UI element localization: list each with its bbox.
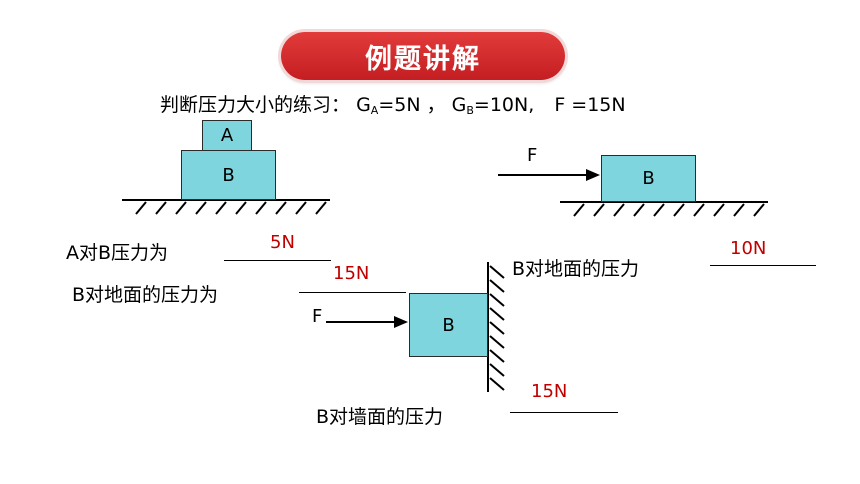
b-on-ground-1-blank xyxy=(299,292,406,293)
b-on-wall-label: B对墙面的压力 xyxy=(316,406,444,428)
block-b-label: B xyxy=(222,164,235,186)
b-on-ground-2-blank xyxy=(710,265,816,266)
b-on-ground-2-label: B对地面的压力 xyxy=(512,258,640,280)
a-on-b-label: A对B压力为 xyxy=(66,242,169,264)
ga-value: =5N ， xyxy=(378,94,446,116)
b-on-ground-1-answer: 15N xyxy=(333,263,370,284)
wall xyxy=(487,262,505,392)
block-a: A xyxy=(202,120,252,151)
b-on-ground-2-answer: 10N xyxy=(730,238,767,259)
b-on-wall-answer: 15N xyxy=(531,381,568,402)
block-a-label: A xyxy=(220,125,234,146)
question-text: 判断压力大小的练习： GA=5N ， GB=10N, F =15N xyxy=(160,90,626,117)
b-on-wall-blank xyxy=(510,412,618,413)
title-banner: 例题讲解 xyxy=(281,32,565,80)
force-arrow-2 xyxy=(498,169,600,181)
f-value: F =15N xyxy=(554,94,626,116)
gb-value: =10N, xyxy=(473,94,535,116)
block-b-stacked: B xyxy=(181,150,276,200)
force-arrow-3 xyxy=(326,316,408,328)
block-b-label: B xyxy=(442,314,455,336)
ground-2 xyxy=(560,201,768,217)
a-on-b-blank xyxy=(224,260,331,261)
ga-subscript: A xyxy=(370,104,379,117)
gb-symbol: G xyxy=(451,94,467,116)
force-label-2: F xyxy=(527,145,538,166)
ground-1 xyxy=(122,199,330,215)
a-on-b-answer: 5N xyxy=(270,232,295,253)
b-on-ground-1-label: B对地面的压力为 xyxy=(72,284,219,306)
gb-subscript: B xyxy=(466,104,474,117)
question-prefix: 判断压力大小的练习： xyxy=(160,94,351,116)
block-b-label: B xyxy=(642,168,655,189)
ga-symbol: G xyxy=(356,94,371,116)
block-b-pushed: B xyxy=(601,155,696,202)
block-b-wall: B xyxy=(409,293,488,357)
page-title: 例题讲解 xyxy=(365,43,481,75)
force-label-3: F xyxy=(312,306,323,327)
